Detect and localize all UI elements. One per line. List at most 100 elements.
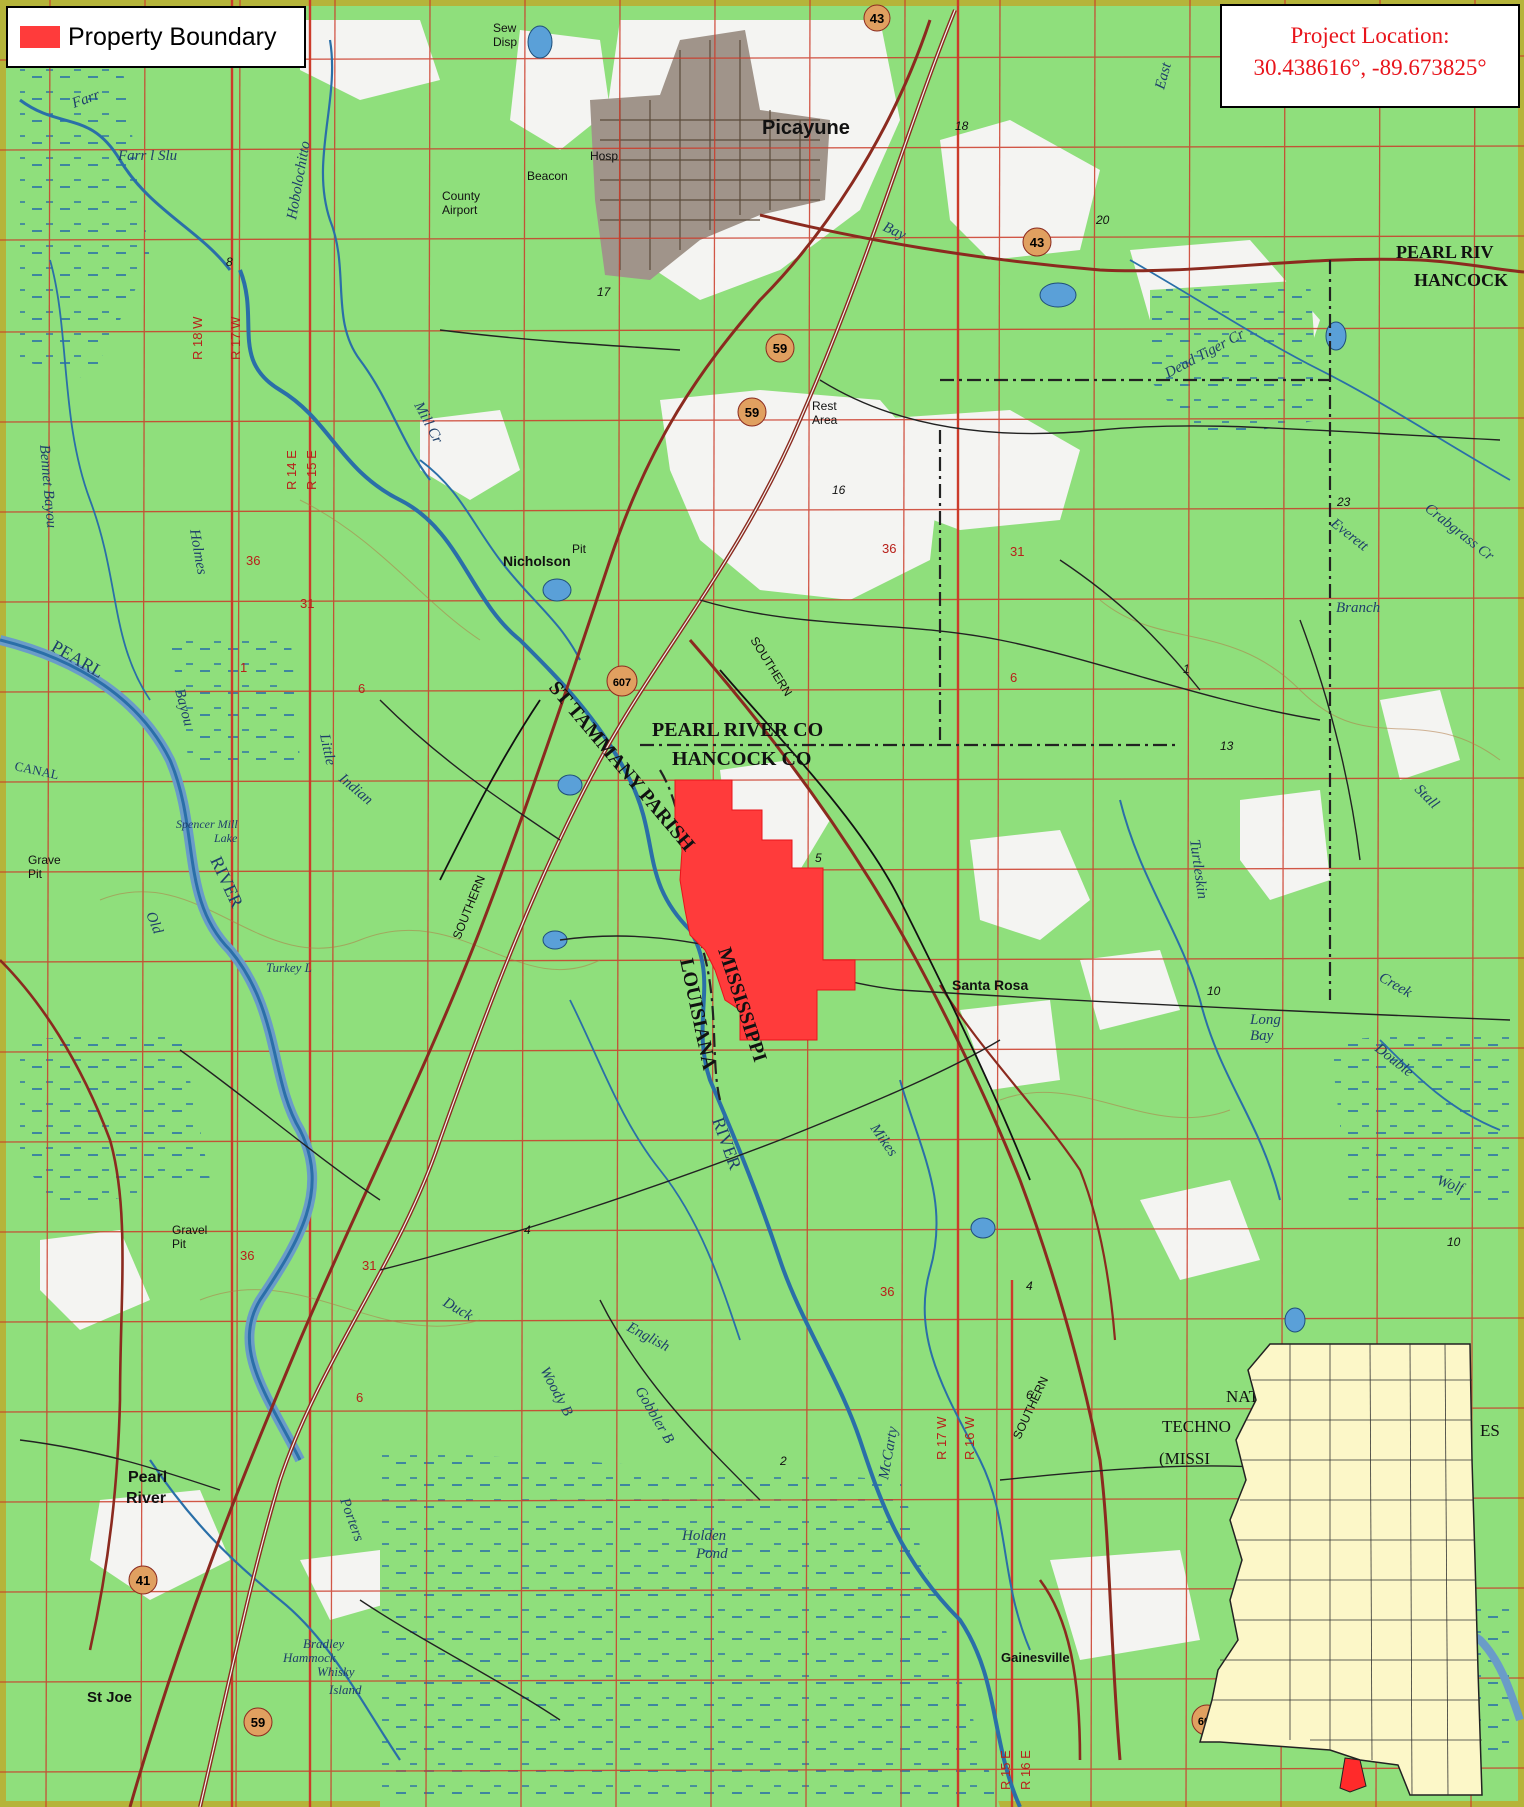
svg-text:36: 36 <box>240 1248 254 1263</box>
svg-text:Bradley: Bradley <box>303 1636 344 1651</box>
project-location-coords: 30.438616°, -89.673825° <box>1253 55 1487 80</box>
svg-text:R 16 W: R 16 W <box>962 1416 977 1460</box>
svg-text:31: 31 <box>1010 544 1024 559</box>
county-lines <box>1212 1343 1482 1796</box>
svg-text:Airport: Airport <box>442 203 478 217</box>
range-labels: R 18 W R 17 W R 14 E R 15 E R 17 W R 16 … <box>190 316 1033 1790</box>
svg-text:Rest: Rest <box>812 399 837 413</box>
label-pearl: Pearl <box>128 1469 167 1486</box>
ponds <box>527 25 1347 1333</box>
svg-text:R 15 E: R 15 E <box>304 450 319 490</box>
svg-text:Island: Island <box>328 1682 362 1697</box>
svg-text:Beacon: Beacon <box>527 169 568 183</box>
svg-text:5: 5 <box>815 851 822 865</box>
label-gainesville: Gainesville <box>1001 1650 1070 1665</box>
svg-text:13: 13 <box>1220 739 1234 753</box>
svg-text:Disp: Disp <box>493 35 517 49</box>
svg-text:Pond: Pond <box>695 1546 728 1562</box>
route-shield-59b: 59 <box>737 397 767 427</box>
label-river: River <box>126 1490 166 1507</box>
svg-text:Turkey L: Turkey L <box>266 960 312 975</box>
svg-text:4: 4 <box>524 1223 531 1237</box>
label-santa-rosa: Santa Rosa <box>952 977 1028 993</box>
svg-text:Holden: Holden <box>681 1528 726 1544</box>
svg-text:Lake: Lake <box>213 831 238 845</box>
svg-text:Pit: Pit <box>572 542 587 556</box>
route-shield-59c: 59 <box>243 1707 273 1737</box>
mississippi-inset-map <box>1199 1343 1483 1796</box>
hancock-county-highlight <box>1339 1757 1367 1793</box>
project-location-title: Project Location: <box>1290 23 1450 48</box>
hobolochitto-creek <box>19 98 232 271</box>
mississippi-outline <box>1199 1343 1483 1796</box>
railroads <box>439 669 1031 1181</box>
svg-text:R 17 W: R 17 W <box>228 316 243 360</box>
svg-text:R 14 E: R 14 E <box>284 450 299 490</box>
label-missi: (MISSI <box>1159 1449 1210 1468</box>
svg-text:10: 10 <box>1207 984 1221 998</box>
svg-text:Whisky: Whisky <box>317 1664 355 1679</box>
svg-text:8: 8 <box>226 255 233 269</box>
svg-text:Pit: Pit <box>28 867 43 881</box>
route-shield-59a: 59 <box>765 333 795 363</box>
svg-text:31: 31 <box>362 1258 376 1273</box>
route-shield-43b: 43 <box>1022 227 1052 257</box>
svg-text:Area: Area <box>812 413 838 427</box>
svg-text:Little: Little <box>316 732 339 768</box>
feature-labels: County Airport Beacon Hosp Sew Disp Rest… <box>28 21 838 1251</box>
svg-text:Bennet Bayou: Bennet Bayou <box>36 444 59 529</box>
svg-text:Bay: Bay <box>1250 1028 1274 1044</box>
svg-text:43: 43 <box>870 11 884 26</box>
svg-text:6: 6 <box>356 1390 363 1405</box>
route-shield-41: 41 <box>128 1565 158 1595</box>
svg-text:36: 36 <box>880 1284 894 1299</box>
svg-text:Hosp: Hosp <box>590 149 618 163</box>
svg-text:Farr l Slu: Farr l Slu <box>117 148 177 164</box>
svg-text:R 17 W: R 17 W <box>934 1416 949 1460</box>
svg-text:2: 2 <box>779 1454 787 1468</box>
hwy-43 <box>759 213 1524 274</box>
label-pearl-riv: PEARL RIV <box>1396 242 1494 262</box>
section-numbers-black: 5 13 10 10 16 18 20 23 17 8 4 2 1 6 4 <box>226 119 1461 1468</box>
svg-text:23: 23 <box>1336 495 1351 509</box>
svg-text:607: 607 <box>613 677 631 689</box>
section-numbers: 36 31 36 31 6 1 6 36 31 6 36 <box>240 541 1024 1405</box>
route-shield-43a: 43 <box>863 4 891 32</box>
svg-text:6: 6 <box>1010 670 1017 685</box>
svg-text:18: 18 <box>955 119 969 133</box>
svg-text:59: 59 <box>251 1715 265 1730</box>
hwy-607 <box>688 639 1122 1761</box>
svg-text:County: County <box>442 189 480 203</box>
svg-text:4: 4 <box>1026 1279 1033 1293</box>
svg-text:Old: Old <box>142 910 165 937</box>
svg-text:Grave: Grave <box>28 853 61 867</box>
range-lines <box>230 0 1014 1807</box>
svg-text:Gravel: Gravel <box>172 1223 207 1237</box>
label-es: ES <box>1480 1421 1500 1440</box>
place-labels: Picayune Nicholson Santa Rosa Pearl Rive… <box>87 117 1070 1706</box>
svg-text:6: 6 <box>1026 1388 1033 1402</box>
svg-text:59: 59 <box>773 341 787 356</box>
svg-text:Pit: Pit <box>172 1237 187 1251</box>
svg-text:31: 31 <box>300 596 314 611</box>
contour-lines <box>99 499 1501 1327</box>
route-shields: 43 43 59 59 607 41 59 607 <box>128 4 1223 1737</box>
project-location-box: Project Location: 30.438616°, -89.673825… <box>1220 4 1520 108</box>
label-st-joe: St Joe <box>87 1689 132 1706</box>
label-picayune: Picayune <box>762 117 850 139</box>
svg-text:36: 36 <box>246 553 260 568</box>
svg-text:20: 20 <box>1095 213 1110 227</box>
label-techno: TECHNO <box>1162 1417 1231 1436</box>
svg-text:43: 43 <box>1030 235 1044 250</box>
svg-text:36: 36 <box>882 541 896 556</box>
label-hancock-co: HANCOCK CO <box>672 748 811 770</box>
svg-text:59: 59 <box>745 405 759 420</box>
property-boundary-parcel <box>674 779 856 1041</box>
svg-text:1: 1 <box>1183 662 1190 676</box>
svg-text:6: 6 <box>358 681 365 696</box>
svg-text:R 15 E: R 15 E <box>998 1750 1013 1790</box>
svg-text:East: East <box>1152 60 1175 92</box>
route-shield-607a: 607 <box>606 665 638 697</box>
